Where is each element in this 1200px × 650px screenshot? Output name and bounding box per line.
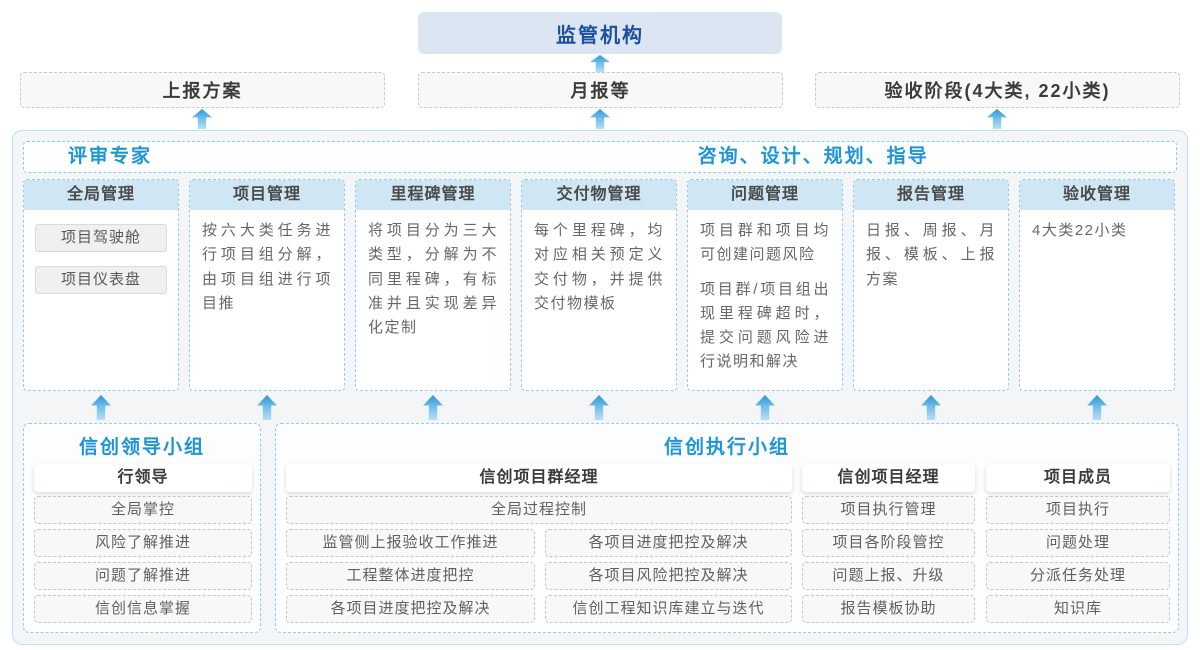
up-arrow-icon: [192, 109, 212, 129]
column-project-management: 项目管理 按六大类任务进行项目组分解，由项目组进行项目推: [189, 179, 345, 391]
column-body-text: 将项目分为三大类型，分解为不同里程碑，有标准并且实现差异化定制: [368, 222, 498, 337]
column-deliverable-management: 交付物管理 每个里程碑，均对应相关预定义交付物，并提供交付物模板: [521, 179, 677, 391]
member-item: 问题处理: [986, 529, 1170, 557]
up-arrow-icon: [1087, 395, 1107, 420]
report-box-monthly: 月报等: [418, 72, 783, 108]
member-item: 分派任务处理: [986, 562, 1170, 590]
column-body: 每个里程碑，均对应相关预定义交付物，并提供交付物模板: [522, 210, 676, 325]
chip-project-dashboard: 项目仪表盘: [35, 266, 167, 294]
pm-item: 项目执行管理: [802, 496, 975, 524]
pm-item: 问题上报、升级: [802, 562, 975, 590]
expert-strip: 评审专家 咨询、设计、规划、指导: [23, 141, 1177, 173]
up-arrow-icon: [590, 109, 610, 129]
column-body-text: 每个里程碑，均对应相关预定义交付物，并提供交付物模板: [534, 222, 664, 312]
role-program-manager: 信创项目群经理: [286, 464, 792, 492]
up-arrow-icon: [921, 395, 941, 420]
up-arrow-icon: [755, 395, 775, 420]
leader-item: 信创信息掌握: [34, 595, 252, 623]
column-body: 4大类22小类: [1020, 210, 1174, 252]
execution-group: 信创执行小组 信创项目群经理 信创项目经理 项目成员 全局过程控制 监管侧上报验…: [275, 423, 1179, 633]
report-box-label: 月报等: [570, 81, 631, 101]
up-arrow-icon: [987, 109, 1007, 129]
pgm-item: 各项目进度把控及解决: [286, 595, 535, 623]
up-arrow-icon: [590, 55, 610, 72]
leader-group-title: 信创领导小组: [78, 437, 205, 458]
role-project-manager: 信创项目经理: [802, 464, 975, 492]
pgm-item: 全局过程控制: [286, 496, 792, 524]
column-acceptance-management: 验收管理 4大类22小类: [1019, 179, 1175, 391]
column-body: 项目群和项目均可创建问题风险 项目群/项目组出现里程碑超时，提交问题风险进行说明…: [688, 210, 842, 384]
up-arrow-icon: [423, 395, 443, 420]
chip-project-cockpit: 项目驾驶舱: [35, 224, 167, 252]
column-issue-management: 问题管理 项目群和项目均可创建问题风险 项目群/项目组出现里程碑超时，提交问题风…: [687, 179, 843, 391]
regulator-label: 监管机构: [556, 24, 644, 47]
column-body-text: 日报、周报、月报、模板、上报方案: [866, 222, 996, 288]
column-title: 验收管理: [1020, 180, 1174, 210]
column-body: 将项目分为三大类型，分解为不同里程碑，有标准并且实现差异化定制: [356, 210, 510, 349]
member-item: 知识库: [986, 595, 1170, 623]
role-project-member: 项目成员: [986, 464, 1170, 492]
up-arrow-icon: [589, 395, 609, 420]
execution-group-title: 信创执行小组: [663, 437, 790, 458]
consulting-label: 咨询、设计、规划、指导: [697, 146, 929, 167]
column-title: 交付物管理: [522, 180, 676, 210]
column-milestone-management: 里程碑管理 将项目分为三大类型，分解为不同里程碑，有标准并且实现差异化定制: [355, 179, 511, 391]
leader-item: 风险了解推进: [34, 529, 252, 557]
member-item: 项目执行: [986, 496, 1170, 524]
pm-item: 报告模板协助: [802, 595, 975, 623]
role-bank-leadership: 行领导: [34, 464, 252, 492]
pgm-item: 信创工程知识库建立与迭代: [545, 595, 792, 623]
up-arrow-icon: [91, 395, 111, 420]
column-title: 报告管理: [854, 180, 1008, 210]
pgm-item: 工程整体进度把控: [286, 562, 535, 590]
report-box-label: 验收阶段(4大类, 22小类): [884, 81, 1111, 101]
leader-item: 全局掌控: [34, 496, 252, 524]
report-box-label: 上报方案: [162, 81, 243, 101]
pgm-item: 监管侧上报验收工作推进: [286, 529, 535, 557]
column-body-text: 项目群和项目均可创建问题风险: [700, 222, 830, 264]
column-report-management: 报告管理 日报、周报、月报、模板、上报方案: [853, 179, 1009, 391]
column-body-text: 4大类22小类: [1032, 222, 1128, 239]
column-body-text: 按六大类任务进行项目组分解，由项目组进行项目推: [202, 222, 332, 312]
column-title: 项目管理: [190, 180, 344, 210]
report-box-acceptance: 验收阶段(4大类, 22小类): [815, 72, 1180, 108]
report-box-plan: 上报方案: [20, 72, 385, 108]
column-body-text: 项目群/项目组出现里程碑超时，提交问题风险进行说明和解决: [700, 280, 830, 371]
leader-item: 问题了解推进: [34, 562, 252, 590]
up-arrow-icon: [257, 395, 277, 420]
pgm-item: 各项目风险把控及解决: [545, 562, 792, 590]
column-title: 问题管理: [688, 180, 842, 210]
pm-item: 项目各阶段管控: [802, 529, 975, 557]
column-body: 日报、周报、月报、模板、上报方案: [854, 210, 1008, 301]
leader-group: 信创领导小组 行领导 全局掌控 风险了解推进 问题了解推进 信创信息掌握: [23, 423, 261, 633]
pgm-item: 各项目进度把控及解决: [545, 529, 792, 557]
review-experts-label: 评审专家: [68, 146, 153, 167]
column-global-management: 全局管理 项目驾驶舱 项目仪表盘: [23, 179, 179, 391]
main-panel: 评审专家 咨询、设计、规划、指导 全局管理 项目驾驶舱 项目仪表盘 项目管理 按…: [12, 130, 1188, 645]
regulator-box: 监管机构: [418, 12, 782, 54]
column-body: 按六大类任务进行项目组分解，由项目组进行项目推: [190, 210, 344, 325]
column-title: 全局管理: [24, 180, 178, 210]
column-title: 里程碑管理: [356, 180, 510, 210]
